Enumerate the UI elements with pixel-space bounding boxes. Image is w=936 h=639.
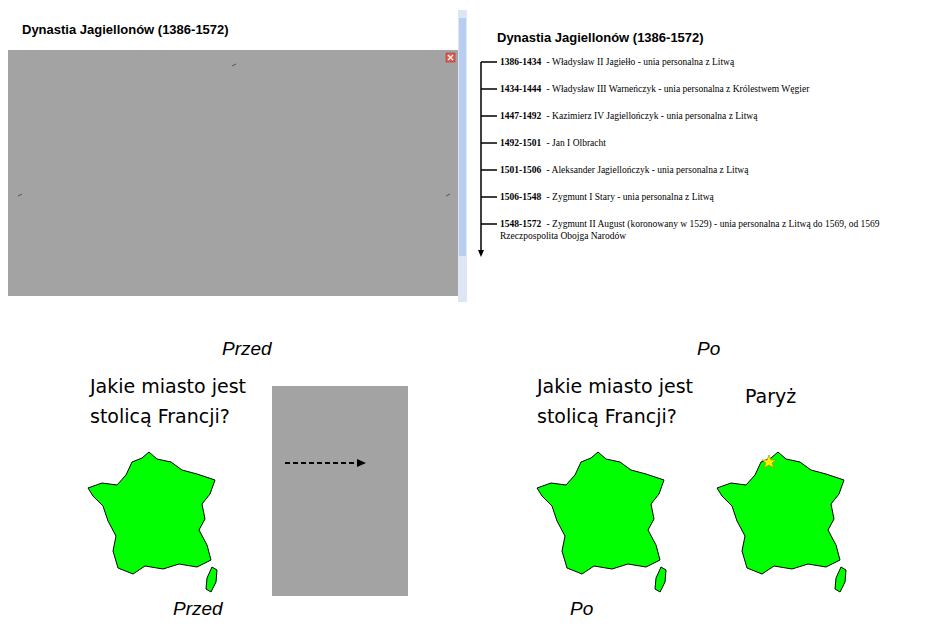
cover-panel xyxy=(272,386,408,596)
reign-dates: 1548-1572 xyxy=(500,219,541,229)
timeline-entry: 1434-1444 - Władysław III Warneńczyk - u… xyxy=(500,83,928,95)
ruler-description: - Władysław III Warneńczyk - unia person… xyxy=(547,84,810,94)
state-caption: Przed xyxy=(173,598,223,620)
ruler-description: - Zygmunt I Stary - unia personalna z Li… xyxy=(547,192,714,202)
timeline-entry: 1386-1434 - Władysław II Jagiełło - unia… xyxy=(500,56,928,68)
timeline-entry: 1447-1492 - Kazimierz IV Jagiellończyk -… xyxy=(500,110,928,122)
close-icon xyxy=(446,53,455,62)
reign-dates: 1501-1506 xyxy=(500,165,541,175)
timeline-arrowhead xyxy=(478,250,484,257)
cover-panel xyxy=(8,50,458,296)
scroll-thumb xyxy=(459,18,466,256)
close-cross xyxy=(448,55,453,60)
answer-text: Paryż xyxy=(745,385,796,407)
scroll-track xyxy=(458,10,467,302)
panel-marks xyxy=(18,64,450,196)
france-map xyxy=(88,452,217,592)
state-caption: Po xyxy=(570,598,593,620)
dashed-arrow xyxy=(285,462,358,464)
question-text: Jakie miasto jest stolicą Francji? xyxy=(537,371,737,431)
arrowhead xyxy=(357,459,366,467)
reign-dates: 1386-1434 xyxy=(500,57,541,67)
timeline-entry: 1548-1572 - Zygmunt II August (koronowan… xyxy=(500,218,928,242)
reign-dates: 1434-1444 xyxy=(500,84,541,94)
reign-dates: 1506-1548 xyxy=(500,192,541,202)
capital-star xyxy=(762,455,776,468)
state-caption: Przed xyxy=(222,338,272,360)
france-map xyxy=(537,452,666,592)
reign-dates: 1492-1501 xyxy=(500,138,541,148)
ruler-description: - Jan I Olbracht xyxy=(547,138,606,148)
timeline-entry: 1506-1548 - Zygmunt I Stary - unia perso… xyxy=(500,191,928,203)
reign-dates: 1447-1492 xyxy=(500,111,541,121)
ruler-description: - Kazimierz IV Jagiellończyk - unia pers… xyxy=(547,111,758,121)
question-text: Jakie miasto jest stolicą Francji? xyxy=(90,371,290,431)
ruler-description: - Aleksander Jagiellończyk - unia person… xyxy=(547,165,749,175)
state-caption: Po xyxy=(697,338,720,360)
page-title: Dynastia Jagiellonów (1386-1572) xyxy=(22,22,229,37)
ruler-description: - Zygmunt II August (koronowany w 1529) … xyxy=(500,219,880,241)
timeline-entry: 1492-1501 - Jan I Olbracht xyxy=(500,137,928,149)
timeline-entry: 1501-1506 - Aleksander Jagiellończyk - u… xyxy=(500,164,928,176)
france-map xyxy=(717,452,846,592)
ruler-description: - Władysław II Jagiełło - unia personaln… xyxy=(547,57,735,67)
page-title: Dynastia Jagiellonów (1386-1572) xyxy=(497,30,704,45)
timeline-ticks xyxy=(481,62,497,224)
